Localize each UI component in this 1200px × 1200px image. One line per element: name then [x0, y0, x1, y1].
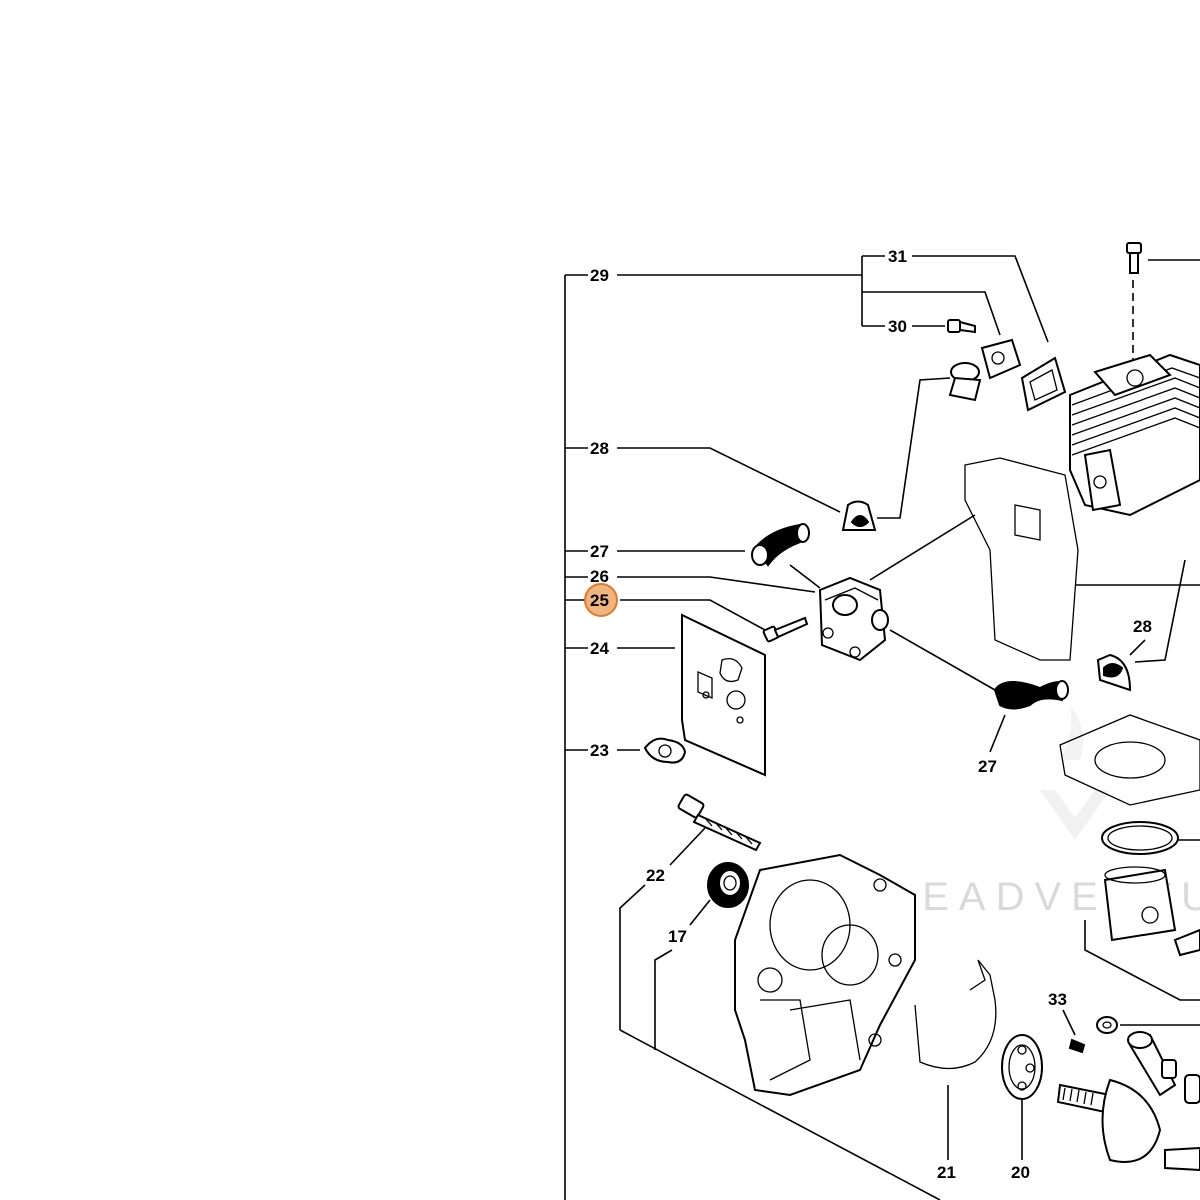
part-31-gasket: [1020, 356, 1067, 412]
part-25-screw: [762, 616, 809, 643]
part-28-gasket-top: [841, 500, 877, 531]
part-27-hose-bottom: [993, 680, 1069, 710]
part-24-gasket-plate: [681, 613, 766, 777]
callout-33: 33: [1048, 990, 1067, 1009]
callout-20: 20: [1011, 1163, 1030, 1182]
piston-ring: [1101, 821, 1179, 855]
callout-27-top: 27: [590, 542, 609, 561]
watermark-logo: [1040, 705, 1110, 840]
callout-27-bottom: 27: [978, 757, 997, 776]
callout-30: 30: [888, 317, 907, 336]
part-33-key: [1068, 1016, 1118, 1054]
part-31-flange: [948, 338, 1022, 402]
callout-23: 23: [590, 741, 609, 760]
part-23-gasket: [643, 737, 687, 764]
callouts: 31 30 29 28 28 27 27 26 25 24 23 22 17 3…: [584, 247, 1152, 1182]
cylinder: [1069, 353, 1200, 517]
part-30-screw: [947, 319, 976, 334]
part-26-intake: [818, 576, 889, 662]
callout-29: 29: [590, 266, 609, 285]
callout-24: 24: [590, 639, 609, 658]
cylinder-intake-gasket: [964, 457, 1079, 661]
piston: [1103, 866, 1200, 957]
highlight-marker: [584, 583, 618, 617]
callout-25-highlight[interactable]: 25: [584, 583, 618, 617]
callout-26: 26: [590, 567, 609, 586]
callout-21: 21: [937, 1163, 956, 1182]
part-28-gasket-right: [1096, 653, 1132, 692]
callout-28-right: 28: [1133, 617, 1152, 636]
part-20-bearing: [1001, 1034, 1043, 1100]
leader-lines: [564, 255, 1200, 1200]
callout-22: 22: [646, 866, 665, 885]
callout-31: 31: [888, 247, 907, 266]
callout-28-top: 28: [590, 439, 609, 458]
part-17-seal: [707, 862, 749, 908]
crankshaft: [1056, 1031, 1200, 1172]
part-27-hose-top: [751, 523, 810, 567]
callout-17: 17: [668, 927, 687, 946]
cylinder-base-gasket: [1059, 714, 1200, 806]
cylinder-screw: [1126, 242, 1142, 274]
crankcase: [734, 853, 916, 1097]
part-21-gasket: [914, 959, 997, 1070]
callout-25: 25: [590, 591, 609, 610]
part-22-bolt: [677, 793, 762, 852]
